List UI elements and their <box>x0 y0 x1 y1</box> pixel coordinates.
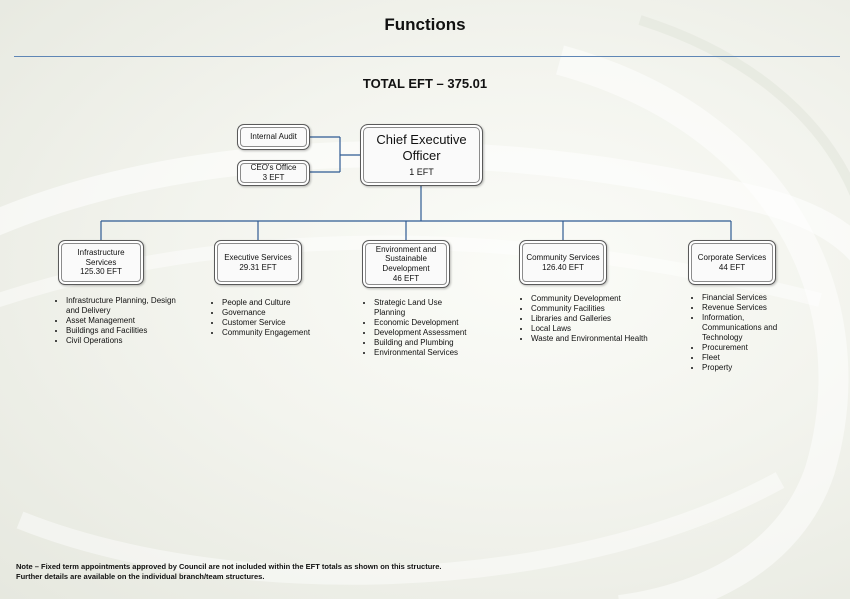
internal-audit-box: Internal Audit <box>237 124 310 150</box>
page-title: Functions <box>384 15 466 34</box>
dept-title: Community Services <box>526 252 600 262</box>
dept-eft: 46 EFT <box>392 273 420 283</box>
dept-eft: 44 EFT <box>718 262 746 272</box>
footnote-line: Note – Fixed term appointments approved … <box>16 562 442 571</box>
dept-box-corporate: Corporate Services 44 EFT <box>688 240 776 285</box>
function-item: Community Development <box>531 294 649 304</box>
function-item: Waste and Environmental Health <box>531 334 649 344</box>
function-list-environment: Strategic Land Use Planning Economic Dev… <box>361 298 474 358</box>
footnote: Note – Fixed term appointments approved … <box>16 562 816 582</box>
function-item: Strategic Land Use Planning <box>374 298 474 318</box>
function-list-corporate: Financial Services Revenue Services Info… <box>689 293 802 373</box>
function-item: Environmental Services <box>374 348 474 358</box>
ceo-eft: 1 EFT <box>409 167 434 178</box>
footnote-line: Further details are available on the ind… <box>16 572 265 581</box>
function-item: Information, Communications and Technolo… <box>702 313 802 343</box>
ceo-box: Chief Executive Officer 1 EFT <box>360 124 483 186</box>
dept-title: Executive Services <box>224 252 292 262</box>
dept-box-community: Community Services 126.40 EFT <box>519 240 607 285</box>
function-item: Community Engagement <box>222 328 342 338</box>
ceo-office-eft: 3 EFT <box>262 173 285 182</box>
function-item: Community Facilities <box>531 304 649 314</box>
function-list-executive: People and Culture Governance Customer S… <box>209 298 342 338</box>
function-item: Fleet <box>702 353 802 363</box>
dept-box-executive: Executive Services 29.31 EFT <box>214 240 302 285</box>
function-item: Financial Services <box>702 293 802 303</box>
dept-box-infrastructure: Infrastructure Services 125.30 EFT <box>58 240 144 285</box>
function-item: Civil Operations <box>66 336 176 346</box>
function-item: Infrastructure Planning, Design and Deli… <box>66 296 176 316</box>
internal-audit-title: Internal Audit <box>250 132 297 142</box>
dept-eft: 125.30 EFT <box>80 267 122 277</box>
function-item: Local Laws <box>531 324 649 334</box>
function-item: Asset Management <box>66 316 176 326</box>
function-list-community: Community Development Community Faciliti… <box>518 294 649 344</box>
ceo-office-title: CEO's Office <box>250 163 297 173</box>
function-item: People and Culture <box>222 298 342 308</box>
function-item: Development Assessment <box>374 328 474 338</box>
ceo-office-box: CEO's Office 3 EFT <box>237 160 310 186</box>
dept-title: Environment and Sustainable Development <box>375 244 437 273</box>
dept-eft: 126.40 EFT <box>542 262 584 272</box>
function-item: Economic Development <box>374 318 474 328</box>
total-eft: TOTAL EFT – 375.01 <box>362 76 488 91</box>
title-divider <box>14 56 840 57</box>
function-item: Governance <box>222 308 342 318</box>
function-item: Property <box>702 363 802 373</box>
function-item: Procurement <box>702 343 802 353</box>
function-item: Libraries and Galleries <box>531 314 649 324</box>
function-item: Customer Service <box>222 318 342 328</box>
function-list-infrastructure: Infrastructure Planning, Design and Deli… <box>53 296 176 346</box>
ceo-title: Chief Executive Officer <box>376 132 467 163</box>
function-item: Buildings and Facilities <box>66 326 176 336</box>
function-item: Building and Plumbing <box>374 338 474 348</box>
function-item: Revenue Services <box>702 303 802 313</box>
dept-eft: 29.31 EFT <box>239 262 277 272</box>
dept-title: Infrastructure Services <box>77 248 125 267</box>
dept-box-environment: Environment and Sustainable Development … <box>362 240 450 288</box>
dept-title: Corporate Services <box>697 252 767 262</box>
